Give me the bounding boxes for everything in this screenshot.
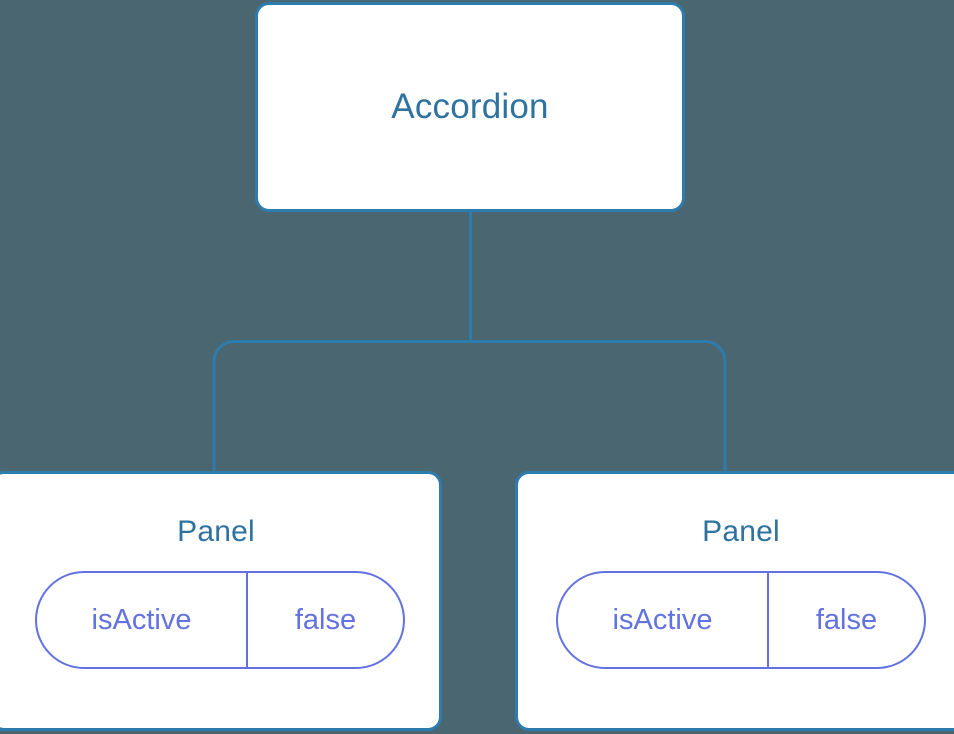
node-panel-left-label: Panel bbox=[177, 515, 255, 548]
node-panel-right-label: Panel bbox=[702, 515, 780, 548]
state-value-isactive: false bbox=[294, 603, 357, 636]
state-badge-panel-left[interactable]: isActive false bbox=[35, 571, 405, 669]
edge-bus-to-panel-right bbox=[470, 340, 727, 473]
edge-bus-to-panel-left bbox=[212, 340, 471, 473]
state-value-isactive: false bbox=[815, 603, 878, 636]
state-badge-panel-right[interactable]: isActive false bbox=[556, 571, 926, 669]
state-key-isactive: isActive bbox=[558, 573, 769, 667]
node-accordion[interactable]: Accordion bbox=[255, 2, 685, 212]
node-accordion-label: Accordion bbox=[391, 87, 549, 126]
node-panel-right[interactable]: Panel isActive false bbox=[515, 471, 954, 731]
state-key-isactive: isActive bbox=[37, 573, 248, 667]
node-panel-left[interactable]: Panel isActive false bbox=[0, 471, 442, 731]
